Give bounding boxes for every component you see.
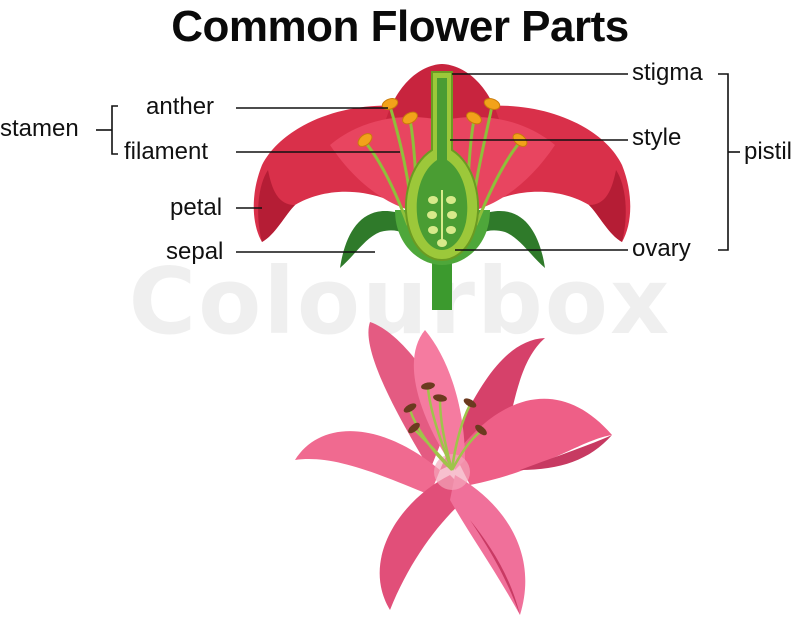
label-petal: petal — [170, 194, 223, 221]
label-stamen: stamen — [0, 115, 79, 142]
label-anther: anther — [146, 93, 215, 120]
leader-lines — [96, 73, 740, 253]
page-title: Common Flower Parts — [171, 2, 629, 51]
sepal-left — [340, 210, 410, 268]
label-filament: filament — [124, 138, 209, 165]
lily-flower — [295, 322, 612, 615]
ovules — [427, 190, 457, 247]
label-style: style — [632, 124, 682, 151]
label-sepal: sepal — [166, 238, 224, 265]
stem — [432, 262, 452, 310]
label-ovary: ovary — [632, 235, 691, 262]
sepal-right — [475, 210, 545, 268]
label-stigma: stigma — [632, 59, 703, 86]
watermark: Colourbox — [128, 248, 672, 355]
flower-cross-section — [253, 64, 631, 310]
anthers — [357, 98, 528, 147]
label-pistil: pistil — [744, 138, 793, 165]
